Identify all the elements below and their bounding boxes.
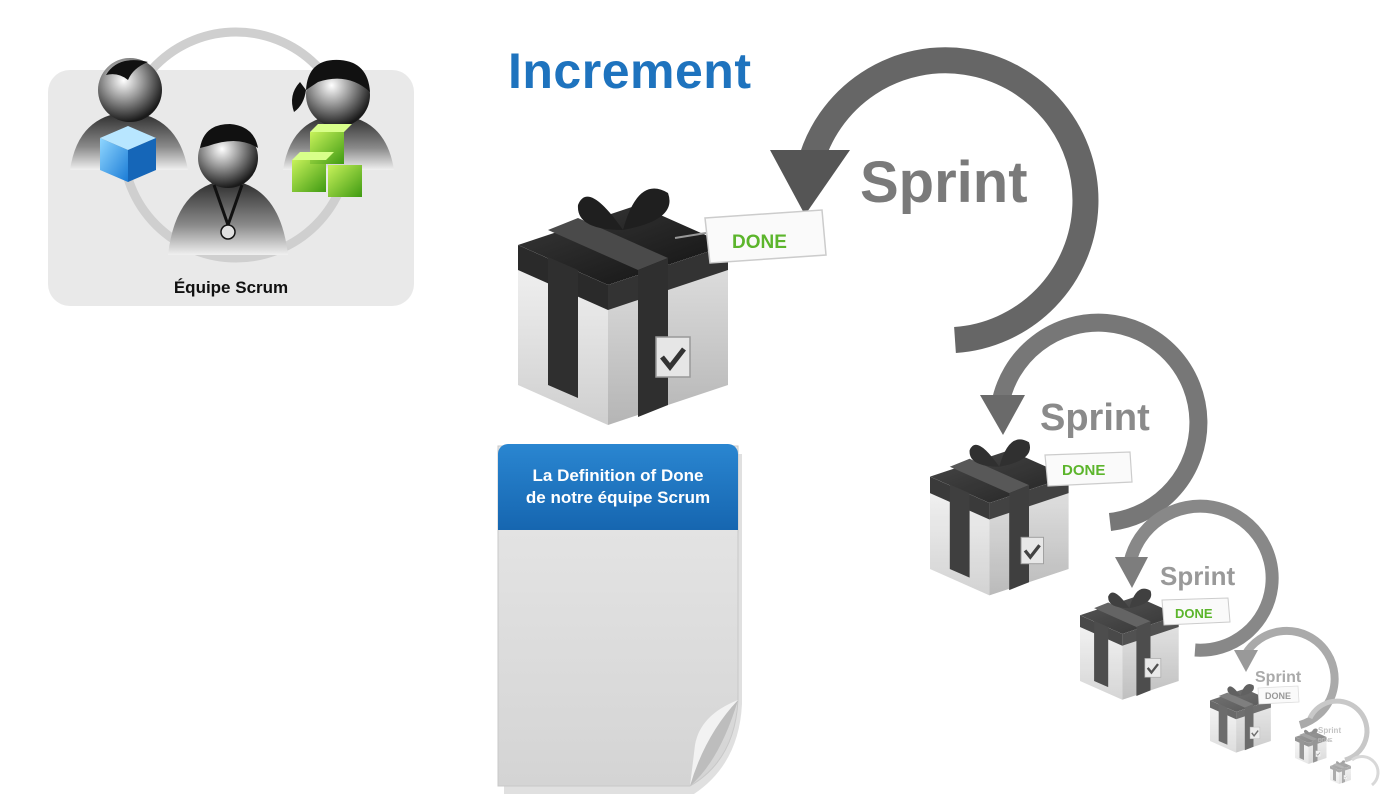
done-tag: DONE — [1161, 597, 1231, 626]
sprint-label: Sprint — [1160, 561, 1235, 591]
curved-arrow-icon — [1234, 626, 1339, 729]
gift-box-icon — [1329, 760, 1352, 785]
cubes-icon — [292, 124, 362, 197]
done-tag-text: DONE — [1265, 691, 1291, 701]
done-tag-text: DONE — [1175, 606, 1213, 621]
done-tag-text: DONE — [732, 232, 787, 253]
person-icon — [168, 124, 288, 255]
done-tag: DONE — [1257, 685, 1300, 705]
team-label: Équipe Scrum — [173, 278, 289, 297]
dod-document — [497, 445, 742, 794]
done-tag: DONE — [674, 209, 827, 264]
curved-arrow-icon — [1115, 499, 1279, 657]
done-tag: DONE — [1044, 451, 1133, 487]
curved-arrow-icon — [770, 47, 1099, 353]
done-tag: DONE — [1318, 738, 1333, 744]
dod-title-line-2: de notre équipe Scrum — [525, 488, 711, 507]
increment-title: Increment — [508, 43, 752, 99]
done-tag-text: DONE — [1318, 738, 1333, 744]
sprint-label: Sprint — [1318, 726, 1341, 735]
dod-title-line-1: La Definition of Done — [532, 465, 704, 485]
sprint-label: Sprint — [860, 150, 1028, 215]
curved-arrow-icon — [980, 313, 1208, 531]
gift-box-icon — [518, 189, 728, 425]
done-tag-text: DONE — [1062, 462, 1105, 479]
cube-icon — [100, 126, 156, 182]
sprint-label: Sprint — [1255, 669, 1302, 686]
dod-header: La Definition of Done de notre équipe Sc… — [498, 444, 738, 530]
scrum-team-illustration — [70, 27, 394, 263]
sprint-label: Sprint — [1040, 397, 1150, 439]
curved-arrow-icon — [1307, 698, 1380, 787]
folded-corner-icon — [690, 700, 738, 786]
